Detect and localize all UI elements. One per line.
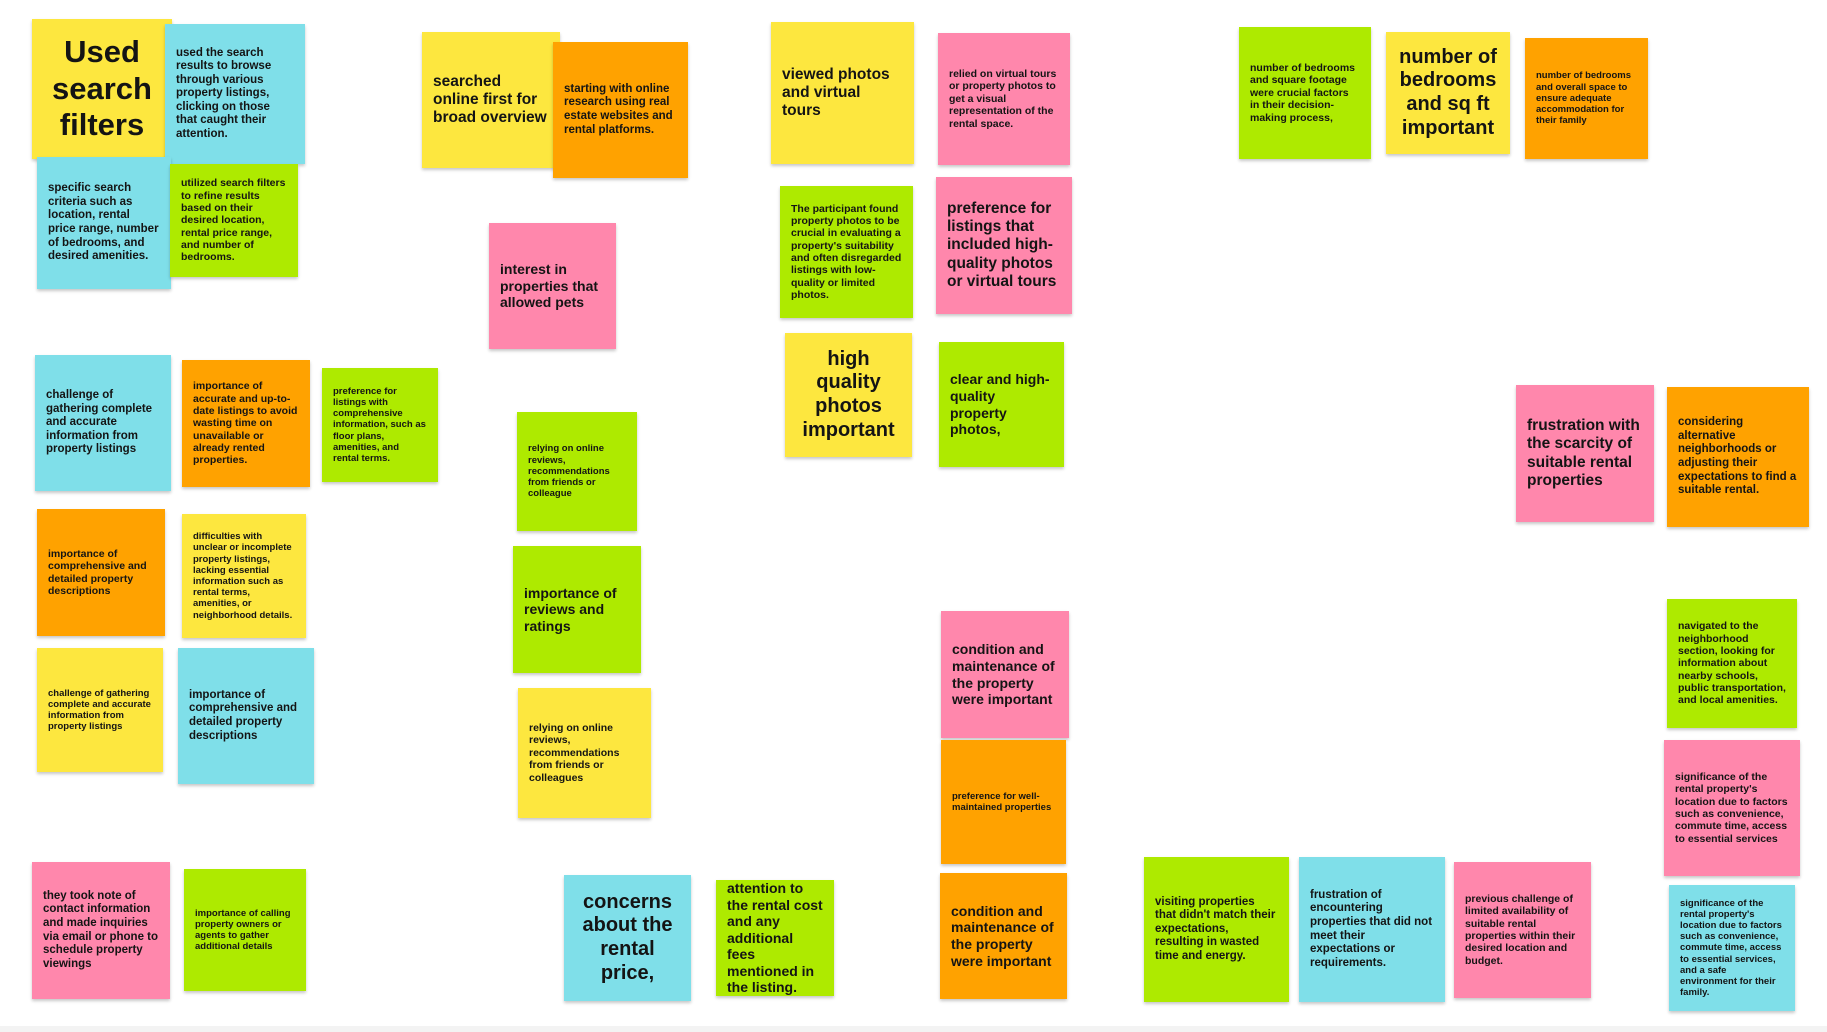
note-text: utilized search filters to refine result… — [181, 177, 286, 264]
sticky-note[interactable]: frustration with the scarcity of suitabl… — [1516, 385, 1654, 522]
note-text: preference for listings that included hi… — [947, 199, 1057, 290]
sticky-note[interactable]: preference for listings with comprehensi… — [322, 368, 438, 482]
note-text: previous challenge of limited availabili… — [1465, 892, 1576, 967]
sticky-note[interactable]: significance of the rental property's lo… — [1664, 740, 1800, 876]
sticky-note[interactable]: concerns about the rental price, — [564, 875, 691, 1001]
note-text: interest in properties that allowed pets — [500, 261, 599, 311]
sticky-note[interactable]: importance of reviews and ratings — [513, 546, 641, 673]
sticky-note[interactable]: importance of calling property owners or… — [184, 869, 306, 991]
sticky-note[interactable]: navigated to the neighborhood section, l… — [1667, 599, 1797, 728]
note-text: frustration of encountering properties t… — [1310, 888, 1433, 969]
note-text: specific search criteria such as locatio… — [48, 182, 159, 263]
sticky-note[interactable]: starting with online research using real… — [553, 42, 688, 178]
note-text: relying on online reviews, recommendatio… — [529, 722, 620, 784]
sticky-note[interactable]: importance of comprehensive and detailed… — [178, 648, 314, 784]
sticky-note[interactable]: difficulties with unclear or incomplete … — [182, 514, 306, 638]
sticky-note[interactable]: viewed photos and virtual tours — [771, 22, 914, 164]
sticky-note[interactable]: utilized search filters to refine result… — [170, 164, 298, 277]
sticky-note[interactable]: number of bedrooms and sq ft important — [1386, 32, 1510, 154]
note-text: frustration with the scarcity of suitabl… — [1527, 416, 1640, 489]
sticky-note[interactable]: significance of the rental property's lo… — [1669, 885, 1795, 1011]
note-text: preference for listings with comprehensi… — [333, 385, 426, 464]
note-text: relying on online reviews, recommendatio… — [528, 443, 610, 500]
sticky-note[interactable]: importance of accurate and up-to-date li… — [182, 360, 310, 487]
sticky-note[interactable]: number of bedrooms and overall space to … — [1525, 38, 1648, 159]
note-text: used the search results to browse throug… — [176, 46, 272, 140]
sticky-note[interactable]: attention to the rental cost and any add… — [716, 880, 834, 996]
canvas-bottom-edge — [0, 1026, 1827, 1032]
sticky-note[interactable]: previous challenge of limited availabili… — [1454, 862, 1591, 998]
sticky-note[interactable]: preference for well-maintained propertie… — [941, 740, 1066, 864]
sticky-note[interactable]: frustration of encountering properties t… — [1299, 857, 1445, 1002]
note-text: searched online first for broad overview — [433, 72, 547, 127]
note-text: relied on virtual tours or property phot… — [949, 68, 1057, 130]
note-text: number of bedrooms and sq ft important — [1399, 45, 1497, 139]
note-text: concerns about the rental price, — [582, 890, 673, 984]
note-text: number of bedrooms and overall space to … — [1536, 70, 1632, 127]
sticky-note[interactable]: they took note of contact information an… — [32, 862, 170, 999]
note-text: visiting properties that didn't match th… — [1155, 895, 1276, 962]
note-text: challenge of gathering complete and accu… — [46, 389, 153, 456]
sticky-note[interactable]: relying on online reviews, recommendatio… — [518, 688, 651, 818]
note-text: starting with online research using real… — [564, 82, 673, 136]
sticky-note[interactable]: Used search filters — [32, 19, 172, 159]
sticky-note[interactable]: preference for listings that included hi… — [936, 177, 1072, 314]
note-text: condition and maintenance of the propert… — [951, 902, 1054, 969]
sticky-note[interactable]: number of bedrooms and square footage we… — [1239, 27, 1371, 159]
sticky-note[interactable]: specific search criteria such as locatio… — [37, 157, 171, 289]
note-text: number of bedrooms and square footage we… — [1250, 62, 1356, 124]
sticky-note[interactable]: condition and maintenance of the propert… — [940, 873, 1067, 999]
sticky-note[interactable]: condition and maintenance of the propert… — [941, 611, 1069, 738]
sticky-note[interactable]: considering alternative neighborhoods or… — [1667, 387, 1809, 527]
note-text: viewed photos and virtual tours — [782, 65, 890, 120]
note-text: importance of calling property owners or… — [195, 907, 291, 953]
note-text: significance of the rental property's lo… — [1675, 770, 1788, 845]
note-text: they took note of contact information an… — [43, 889, 159, 970]
note-text: challenge of gathering complete and accu… — [48, 687, 151, 733]
note-text: considering alternative neighborhoods or… — [1678, 416, 1797, 497]
note-text: importance of accurate and up-to-date li… — [193, 380, 298, 467]
sticky-note[interactable]: used the search results to browse throug… — [165, 24, 305, 164]
note-text: preference for well-maintained propertie… — [952, 790, 1052, 813]
note-text: navigated to the neighborhood section, l… — [1678, 620, 1786, 707]
note-text: The participant found property photos to… — [791, 202, 902, 302]
sticky-note[interactable]: visiting properties that didn't match th… — [1144, 857, 1289, 1002]
note-text: Used search filters — [52, 34, 152, 143]
note-text: clear and high-quality property photos, — [950, 371, 1050, 438]
sticky-note[interactable]: high quality photos important — [785, 333, 912, 457]
sticky-note[interactable]: interest in properties that allowed pets — [489, 223, 616, 349]
sticky-note[interactable]: The participant found property photos to… — [780, 186, 913, 318]
sticky-note[interactable]: relying on online reviews, recommendatio… — [517, 412, 637, 531]
note-text: condition and maintenance of the propert… — [952, 641, 1055, 708]
note-text: difficulties with unclear or incomplete … — [193, 531, 293, 621]
note-text: importance of reviews and ratings — [524, 584, 617, 634]
sticky-note[interactable]: importance of comprehensive and detailed… — [37, 509, 165, 636]
note-text: significance of the rental property's lo… — [1680, 897, 1782, 999]
sticky-note[interactable]: challenge of gathering complete and accu… — [35, 355, 171, 491]
sticky-note[interactable]: searched online first for broad overview — [422, 32, 560, 168]
note-text: importance of comprehensive and detailed… — [48, 547, 147, 597]
note-text: importance of comprehensive and detailed… — [189, 688, 298, 742]
sticky-note[interactable]: relied on virtual tours or property phot… — [938, 33, 1070, 165]
sticky-note[interactable]: challenge of gathering complete and accu… — [37, 648, 163, 772]
note-text: attention to the rental cost and any add… — [727, 880, 823, 996]
sticky-note[interactable]: clear and high-quality property photos, — [939, 342, 1064, 467]
note-text: high quality photos important — [802, 347, 895, 441]
